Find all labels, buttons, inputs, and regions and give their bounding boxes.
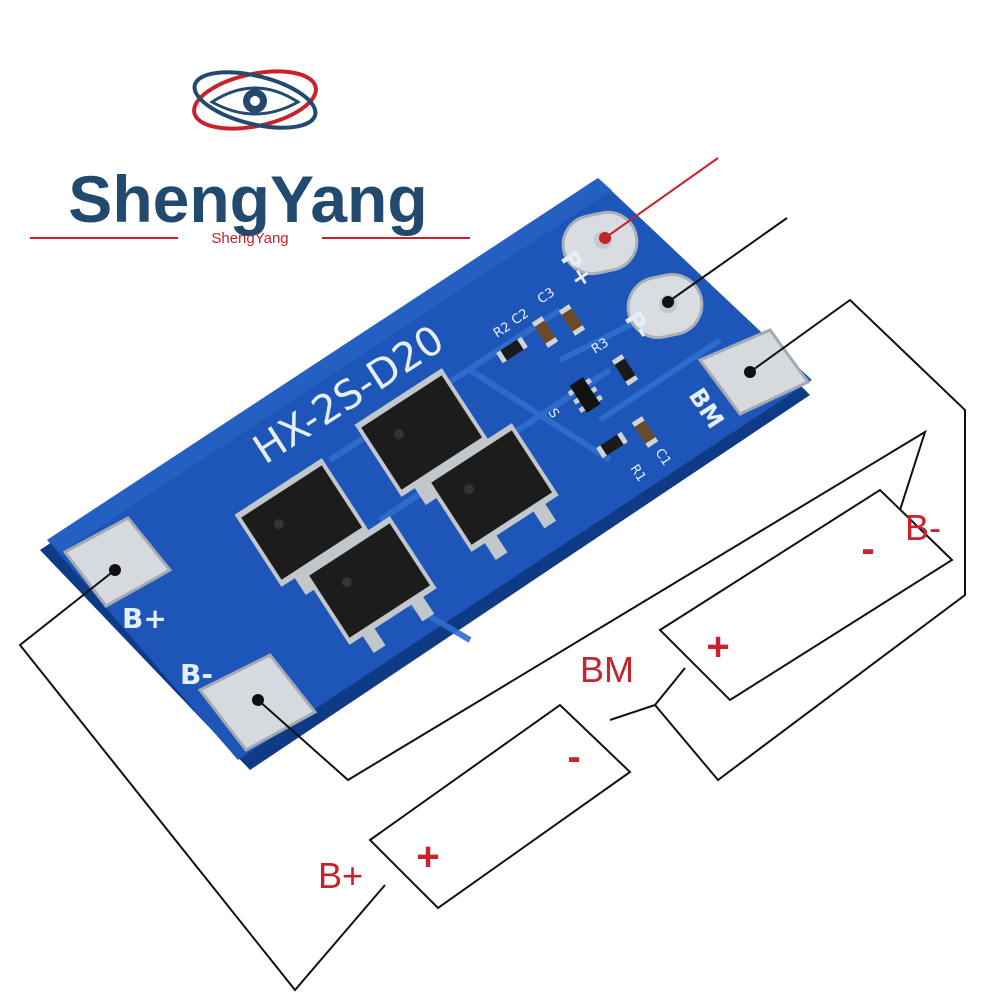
mosfet-2 [424,423,559,560]
smd-resistor-r3 [611,354,639,386]
p-plus-leader [599,157,719,244]
brand-subtitle: ShengYang [211,230,288,247]
wiring-diagram [18,298,966,992]
wiring-label-b-minus: B- [905,507,941,548]
battery-cell-upper: + - [658,488,954,702]
protection-ic [567,377,603,413]
smd-capacitor-c2 [531,316,559,348]
wiring-label-b-plus: B+ [318,855,363,896]
eye-icon [192,69,318,131]
silk-b-plus: B+ [122,602,167,635]
p-minus-leader [662,217,788,308]
pcb-board: HX-2S-D20 P+ P- BM B+ B- R2 C2 C3 R3 R1 … [40,178,812,770]
cell-upper-plus: + [706,625,729,669]
smd-capacitor-c3 [558,304,586,336]
wiring-label-bm: BM [580,649,634,690]
battery-cell-lower: + - [368,703,632,910]
silk-b-minus: B- [180,658,213,691]
smd-resistor-r2 [496,336,528,364]
smd-resistor-r1 [596,431,628,459]
mosfet-4 [302,516,437,653]
cell-lower-minus: - [567,735,580,779]
cell-lower-plus: + [416,835,439,879]
brand-logo: ShengYang ShengYang [30,69,470,247]
cell-upper-minus: - [861,527,874,571]
smd-capacitor-c1 [631,416,659,448]
brand-title: ShengYang [68,162,427,236]
